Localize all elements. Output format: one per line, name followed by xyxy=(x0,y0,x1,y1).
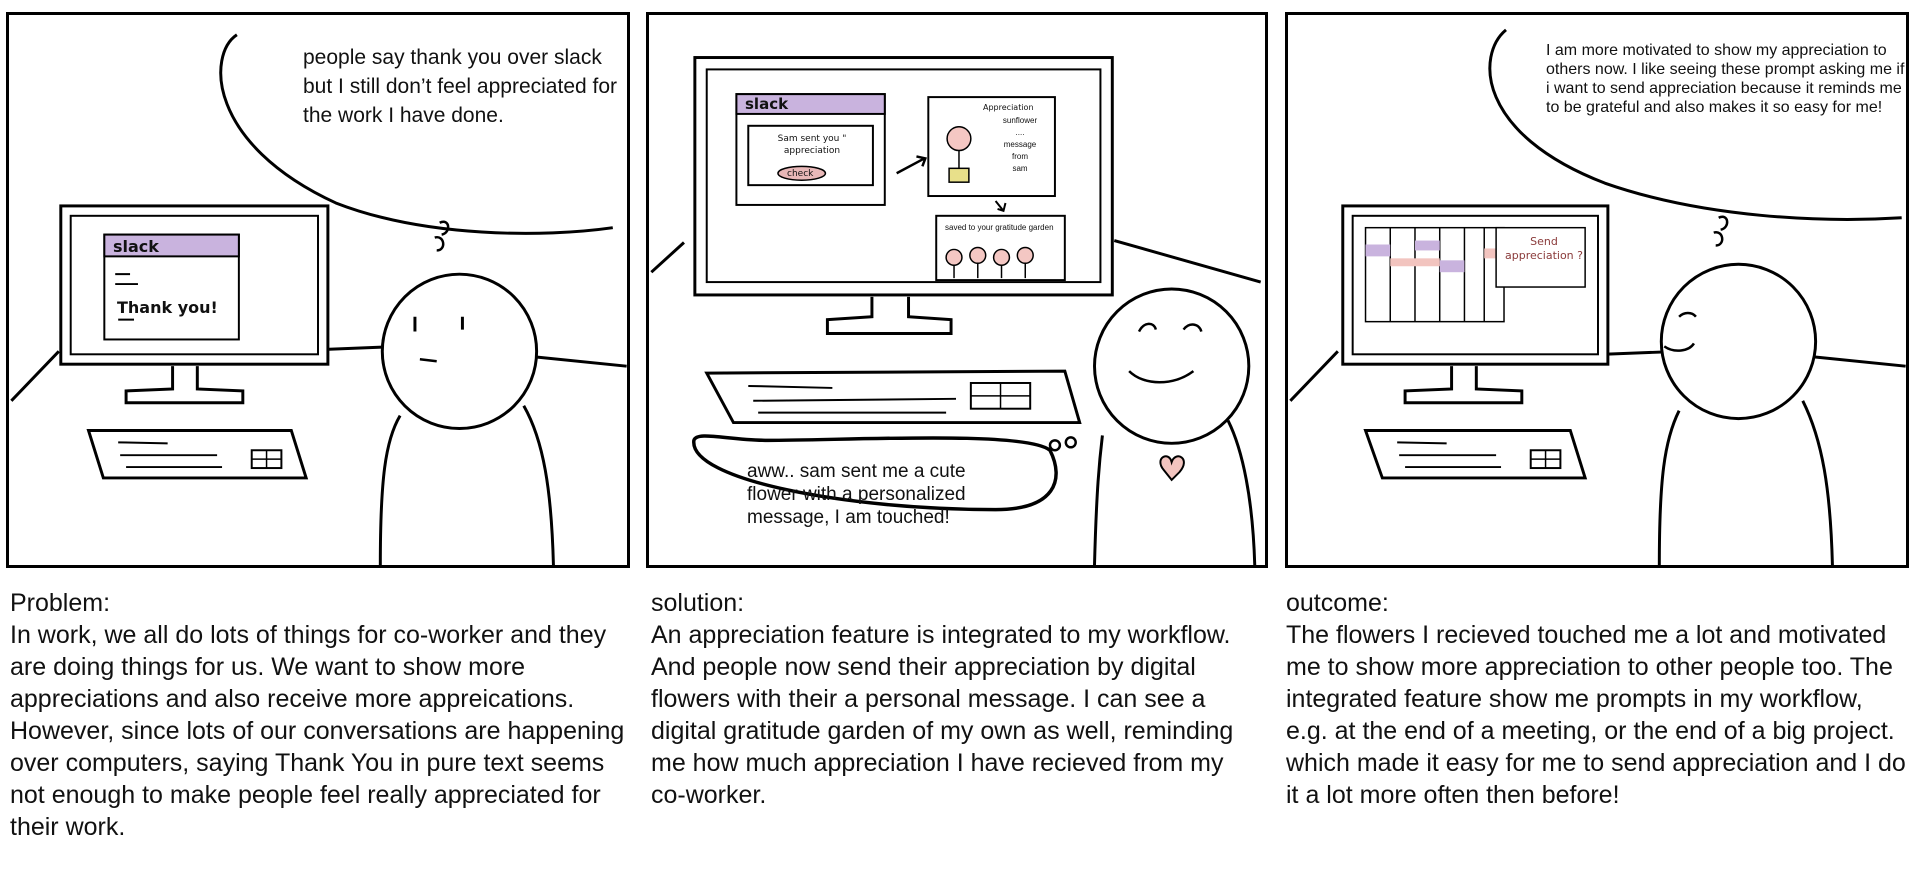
outcome-illustration xyxy=(1289,28,1906,565)
person-head xyxy=(380,272,539,430)
caption-problem: Problem: In work, we all do lots of thin… xyxy=(10,587,630,843)
slack-title: slack xyxy=(113,237,159,256)
caption-body: An appreciation feature is integrated to… xyxy=(651,621,1234,809)
keyboard xyxy=(704,369,1082,425)
calendar-event xyxy=(1414,240,1440,251)
speech-bubble-tail xyxy=(219,33,613,235)
caption-body: In work, we all do lots of things for co… xyxy=(10,621,625,841)
check-button xyxy=(777,165,827,181)
caption-outcome: outcome: The flowers I recieved touched … xyxy=(1286,587,1908,811)
speech-bubble-text: people say thank you over slack but I st… xyxy=(303,46,618,127)
flower-pot xyxy=(948,167,970,183)
person-head xyxy=(1659,262,1818,421)
speech-bubble-text: aww.. sam sent me a cute flower with a p… xyxy=(747,461,966,528)
card-line: from xyxy=(1012,152,1028,161)
notification-text: Sam sent you " appreciation xyxy=(777,134,847,156)
problem-illustration xyxy=(10,33,627,565)
speech-bubble-text: I am more motivated to show my appreciat… xyxy=(1546,42,1905,116)
speech-bubble xyxy=(692,434,1058,512)
card-lines: sunflower .... message from sam xyxy=(985,115,1055,175)
caption-title: outcome: xyxy=(1286,589,1389,617)
caption-body: The flowers I recieved touched me a lot … xyxy=(1286,621,1906,809)
thank-you-message: Thank you! xyxy=(117,298,218,317)
solution-illustration xyxy=(650,56,1262,565)
card-title: Appreciation xyxy=(983,103,1034,112)
panel-solution: aww.. sam sent me a cute flower with a p… xyxy=(646,12,1268,568)
panel-outcome: I am more motivated to show my appreciat… xyxy=(1285,12,1909,568)
check-button-label[interactable]: check xyxy=(787,169,814,179)
desk-edge xyxy=(650,239,1262,284)
speech-bubble-tail xyxy=(1488,28,1902,221)
slack-title: slack xyxy=(745,95,789,113)
card-line: message xyxy=(1003,140,1037,149)
calendar-event xyxy=(1439,260,1465,273)
caption-solution: solution: An appreciation feature is int… xyxy=(651,587,1263,811)
slack-header xyxy=(735,93,886,115)
send-appreciation-prompt xyxy=(1495,226,1586,288)
card-line: sam xyxy=(1012,164,1028,173)
send-appreciation-text[interactable]: Send appreciation ? xyxy=(1504,235,1583,262)
calendar-event xyxy=(1365,244,1391,257)
card-line: .... xyxy=(1015,128,1025,137)
garden-label: saved to your gratitude garden xyxy=(945,223,1054,232)
slack-header xyxy=(103,233,240,258)
calendar-event xyxy=(1484,248,1503,259)
heart xyxy=(1159,455,1185,482)
sunflower xyxy=(946,126,972,152)
person-head xyxy=(1093,287,1251,445)
caption-title: Problem: xyxy=(10,589,111,617)
panel-problem: people say thank you over slack but I st… xyxy=(6,12,630,568)
calendar-event xyxy=(1390,258,1440,267)
gratitude-garden xyxy=(935,214,1066,282)
caption-title: solution: xyxy=(651,589,745,617)
card-line: sunflower xyxy=(1002,116,1038,125)
